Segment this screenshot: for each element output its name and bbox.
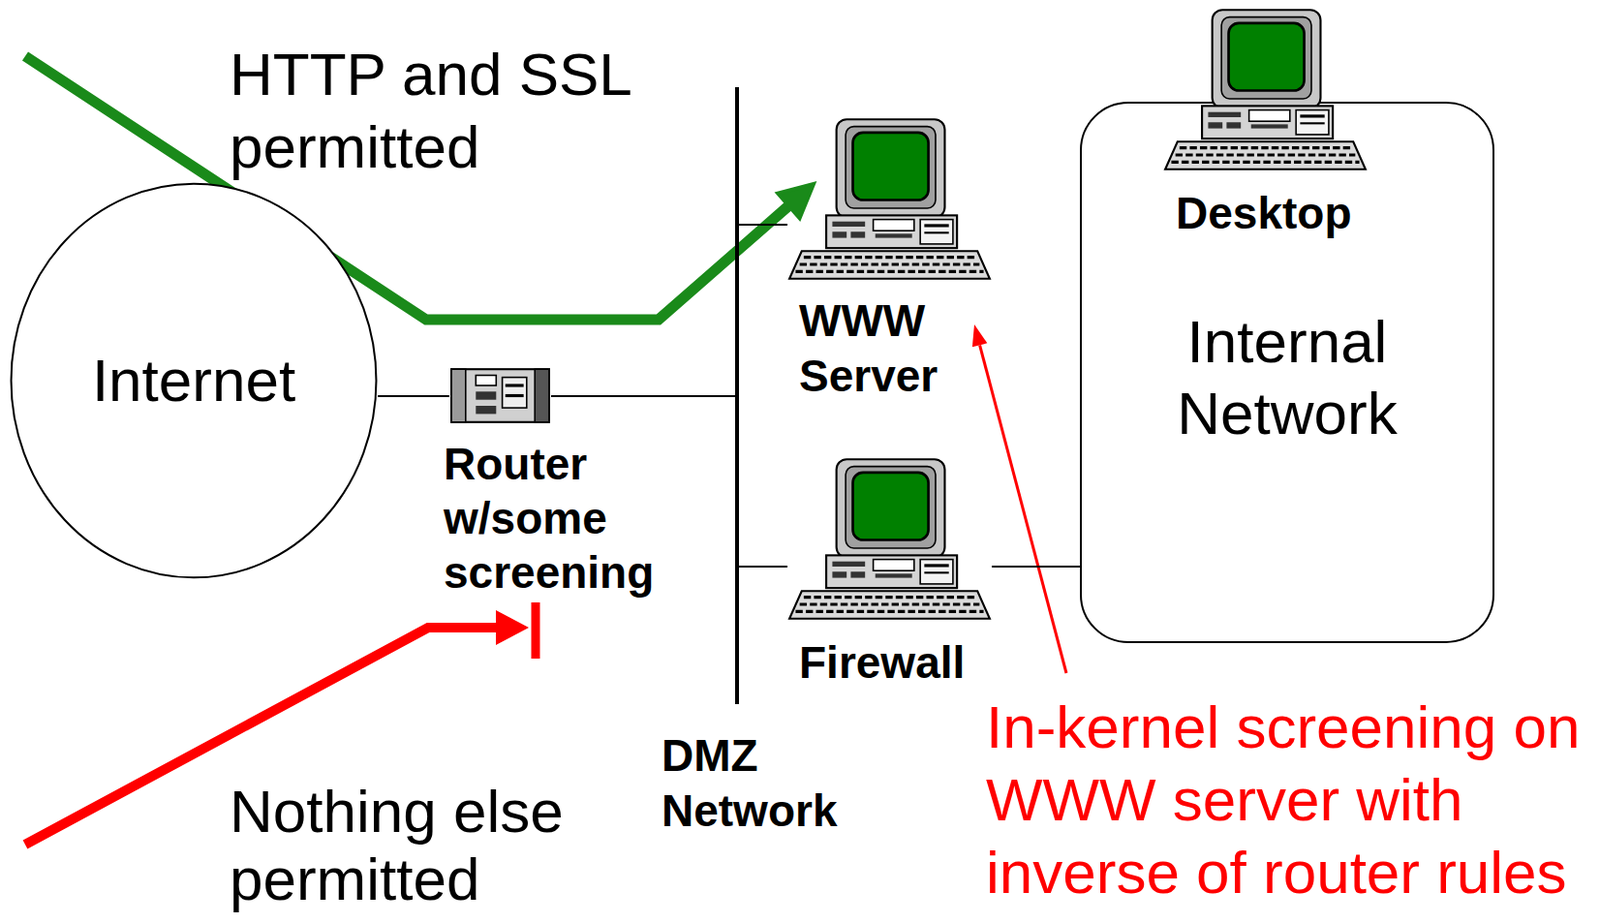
block-bar [531,602,541,659]
computer-symbol [787,457,992,621]
node-label: Internet [92,344,296,417]
network-bus: DMZ Network [735,87,739,705]
blocked-arrowhead [495,610,529,646]
computer-symbol [1163,7,1368,172]
network-cloud: Internet [9,182,378,580]
node-label: WWW Server [799,293,1003,404]
network-link [738,223,788,226]
router-symbol [449,365,552,427]
network-region: Internal Network Desktop [1079,101,1495,644]
callout-note: In-kernel screening on WWW server with i… [985,690,1587,909]
leader-line [980,344,1067,674]
server-icon: WWW Server [787,117,992,281]
node-label: Firewall [799,635,1003,691]
node-label: Router w/some screening [443,436,677,600]
node-label: Desktop [1175,185,1370,242]
node-label: Internal Network [1127,306,1447,450]
computer-symbol [787,117,992,281]
network-link [551,395,736,398]
network-link [738,565,788,568]
node-label: DMZ Network [661,728,865,839]
traffic-note: Nothing else permitted [229,777,617,914]
leader-arrowhead [972,324,987,347]
network-link [991,565,1080,568]
desktop-icon: Desktop [1163,7,1368,172]
traffic-note: HTTP and SSL permitted [229,37,666,184]
firewall-icon: Firewall [787,457,992,621]
permitted-arrowhead [777,184,814,218]
network-link [377,395,450,398]
router-icon: Router w/some screening [449,365,552,427]
